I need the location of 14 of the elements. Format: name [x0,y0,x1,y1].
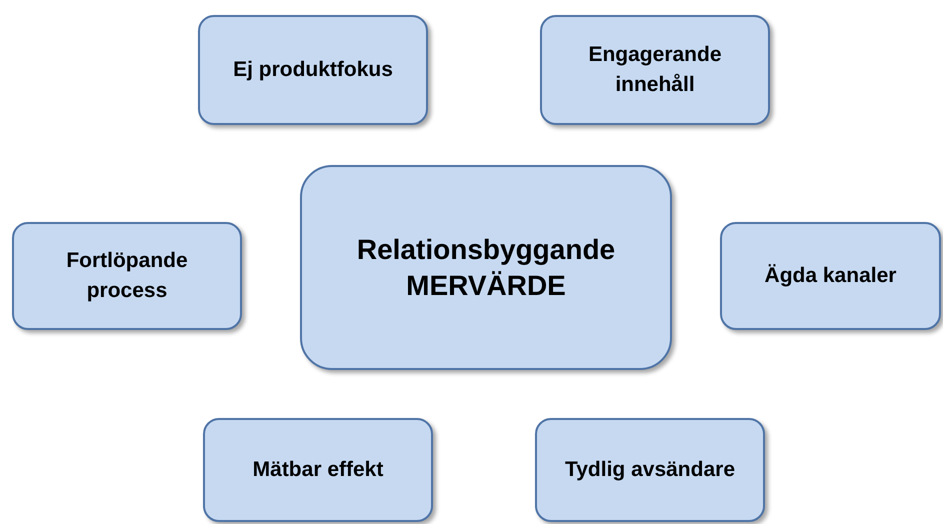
rounded-box [720,222,941,330]
box-label: Relationsbyggande MERVÄRDE [356,232,616,302]
box-label: Mätbar effekt [252,457,384,483]
box-label: Fortlöpande process [65,248,189,304]
rounded-box [300,165,672,370]
rounded-box [203,418,433,522]
box-label: Engagerande innehåll [587,42,723,98]
rounded-box [540,15,770,125]
rounded-box [12,222,242,330]
rounded-box [198,15,428,125]
rounded-box [535,418,765,522]
box-label: Tydlig avsändare [564,457,735,483]
box-label: Ej produktfokus [233,57,393,83]
box-label: Ägda kanaler [764,263,896,289]
